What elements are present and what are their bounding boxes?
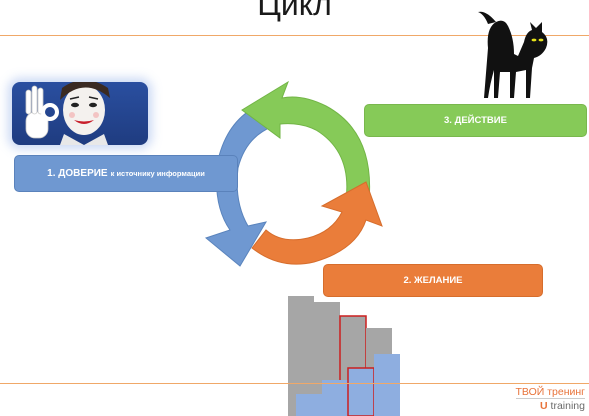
mime-illustration	[12, 82, 148, 145]
brand-logo: ТВОЙ тренинг U training	[515, 386, 585, 412]
action-label: 3. ДЕЙСТВИЕ	[444, 115, 507, 126]
trust-label: 1. ДОВЕРИЕ	[47, 168, 108, 179]
bar-chart-illustration	[288, 296, 400, 416]
brand-training: training	[550, 400, 585, 412]
desire-label: 2. ЖЕЛАНИЕ	[403, 275, 463, 286]
top-divider	[0, 35, 589, 36]
brand-line1: ТВОЙ тренинг	[515, 386, 585, 398]
action-box: 3. ДЕЙСТВИЕ	[364, 104, 587, 137]
mime-photo	[12, 82, 148, 145]
cycle-diagram	[204, 80, 383, 267]
blue-arrow	[204, 97, 291, 267]
bottom-divider	[0, 383, 589, 384]
trust-box: 1. ДОВЕРИЕ к источнику информации	[14, 155, 238, 192]
desire-box: 2. ЖЕЛАНИЕ	[323, 264, 543, 297]
brand-line2: U training	[515, 398, 585, 412]
brand-u: U	[540, 400, 548, 412]
trust-sublabel: к источнику информации	[110, 169, 205, 178]
green-arrow	[241, 80, 371, 211]
orange-arrow	[251, 181, 383, 265]
black-cat-icon	[478, 11, 548, 98]
page-title: Цикл	[257, 0, 332, 22]
